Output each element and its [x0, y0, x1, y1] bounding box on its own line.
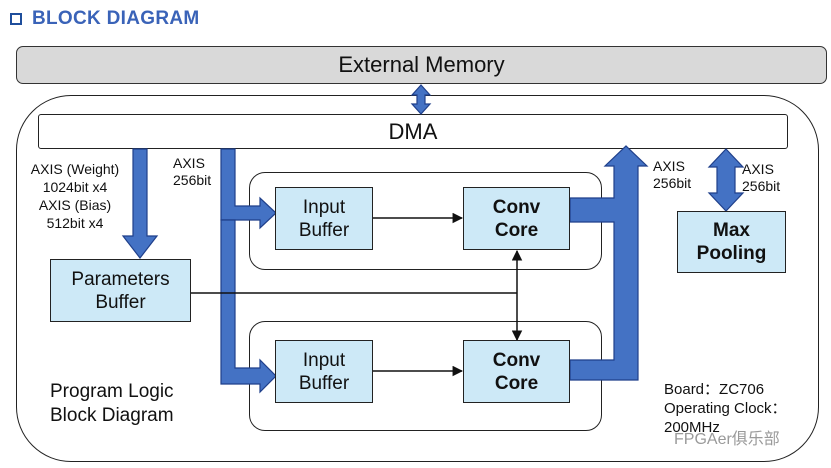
axis-input-label: AXIS 256bit: [173, 155, 212, 188]
memory-dma-arrow: [410, 84, 432, 115]
input-stream-arrow-1: [220, 148, 277, 230]
input-buffer-2-label: Input Buffer: [298, 349, 350, 394]
section-title: BLOCK DIAGRAM: [32, 8, 200, 29]
conv-core-2-label: Conv Core: [492, 349, 541, 394]
dma-block: DMA: [38, 114, 788, 149]
weight-bias-arrow: [121, 148, 159, 259]
input-stream-arrow-2: [220, 219, 277, 394]
input-buffer-1-label: Input Buffer: [298, 196, 350, 241]
board-info: Board：ZC706 Operating Clock： 200MHz: [664, 381, 787, 436]
max-pooling-label: Max Pooling: [696, 220, 767, 264]
parameters-buffer-label: Parameters Buffer: [71, 268, 170, 313]
input-buffer-1-block: Input Buffer: [275, 187, 373, 250]
conv-core-1-block: Conv Core: [463, 187, 570, 250]
program-logic-label: Program Logic Block Diagram: [50, 381, 174, 426]
axis-pool-label: AXIS 256bit: [742, 161, 781, 194]
input-buffer-2-block: Input Buffer: [275, 340, 373, 403]
axis-weight-bias-label: AXIS (Weight) 1024bit x4 AXIS (Bias) 512…: [30, 161, 120, 231]
external-memory-label: External Memory: [338, 52, 505, 77]
section-header: BLOCK DIAGRAM: [10, 8, 200, 30]
conv-core-2-block: Conv Core: [463, 340, 570, 403]
external-memory-block: External Memory: [16, 46, 827, 84]
pooling-stream-arrow: [707, 148, 745, 212]
output-stream-arrow: [569, 145, 649, 381]
dma-label: DMA: [388, 118, 438, 144]
axis-output-label: AXIS 256bit: [653, 158, 692, 191]
conv-core-1-label: Conv Core: [492, 196, 541, 241]
max-pooling-block: Max Pooling: [677, 211, 786, 273]
checkbox-bullet-icon: [10, 13, 22, 25]
parameters-buffer-block: Parameters Buffer: [50, 259, 191, 322]
watermark-text: FPGAer俱乐部: [674, 431, 780, 448]
